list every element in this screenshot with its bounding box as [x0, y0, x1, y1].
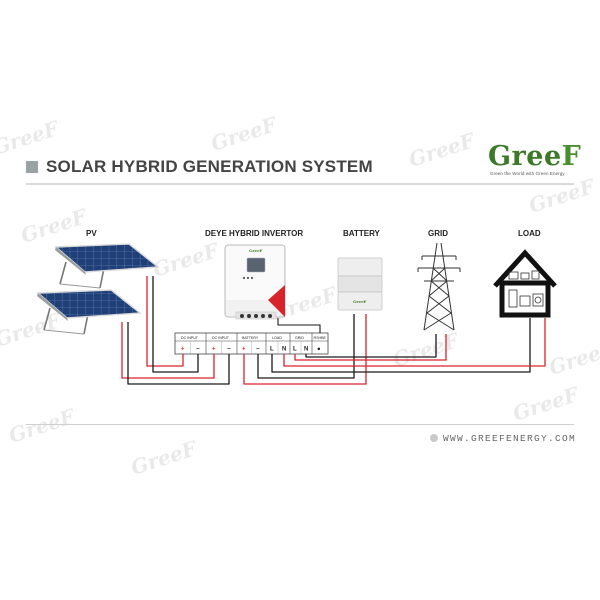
terminal-symbol: N: [304, 347, 308, 353]
terminal-group-label: GRID: [295, 336, 304, 340]
grid-wires: [294, 334, 447, 361]
hybrid-inverter: GreeF: [224, 244, 286, 320]
inverter-label: DEYE HYBRID INVERTOR: [205, 229, 304, 238]
footer-divider: [26, 424, 574, 425]
battery-label: BATTERY: [343, 229, 380, 238]
rshbe-wire: [277, 318, 321, 333]
solar-panel-2: [36, 289, 142, 335]
load-wires: [271, 318, 546, 373]
terminal-symbol: +: [242, 347, 246, 353]
title-square-icon: [26, 161, 38, 173]
logo-name-main: Gree: [488, 141, 562, 172]
pv2-wires: [121, 322, 230, 385]
terminal-block: DC INPUT DC INPUT BATTERY LOAD GRID RSHB…: [174, 332, 329, 355]
grid-pylon-icon: [417, 242, 461, 331]
terminal-symbol: +: [212, 347, 216, 353]
logo-name-end: F: [561, 141, 582, 172]
terminal-group-label: BATTERY: [242, 336, 259, 340]
pv-label: PV: [86, 229, 97, 238]
battery-wires: [243, 314, 367, 385]
logo-tagline: Green the World with Green Energy: [490, 171, 565, 176]
battery-stack: GreeF: [337, 257, 383, 311]
page-title: SOLAR HYBRID GENERATION SYSTEM: [46, 157, 373, 176]
terminal-group-label: LOAD: [272, 336, 282, 340]
grid-label: GRID: [428, 229, 448, 238]
title-divider: [26, 183, 574, 185]
terminal-group-label: DC INPUT: [181, 336, 199, 340]
logo-wordmark: GreeF: [488, 141, 581, 172]
terminal-symbol: ●: [317, 347, 321, 353]
solar-panel-1: [54, 243, 160, 289]
terminal-group-label: RSHBE: [314, 336, 327, 340]
inverter-brand: GreeF: [249, 248, 263, 253]
terminal-symbol: L: [293, 347, 297, 353]
house-load-icon: [493, 249, 557, 318]
website-link[interactable]: WWW.GREEFENERGY.COM: [443, 433, 577, 444]
terminal-symbol: −: [256, 347, 260, 353]
inverter-screen: [246, 257, 266, 273]
terminal-symbol: −: [227, 347, 231, 353]
greef-logo: GreeF Green the World with Green Energy: [488, 141, 584, 179]
terminal-group-label: DC INPUT: [212, 336, 230, 340]
pv1-wires: [146, 276, 199, 373]
terminal-symbol: −: [196, 347, 200, 353]
footer-dot-icon: [430, 434, 438, 442]
battery-brand: GreeF: [353, 299, 367, 304]
terminal-symbol: +: [181, 347, 185, 353]
load-label: LOAD: [518, 229, 541, 238]
terminal-symbol: N: [282, 347, 286, 353]
terminal-symbol: L: [270, 347, 274, 353]
